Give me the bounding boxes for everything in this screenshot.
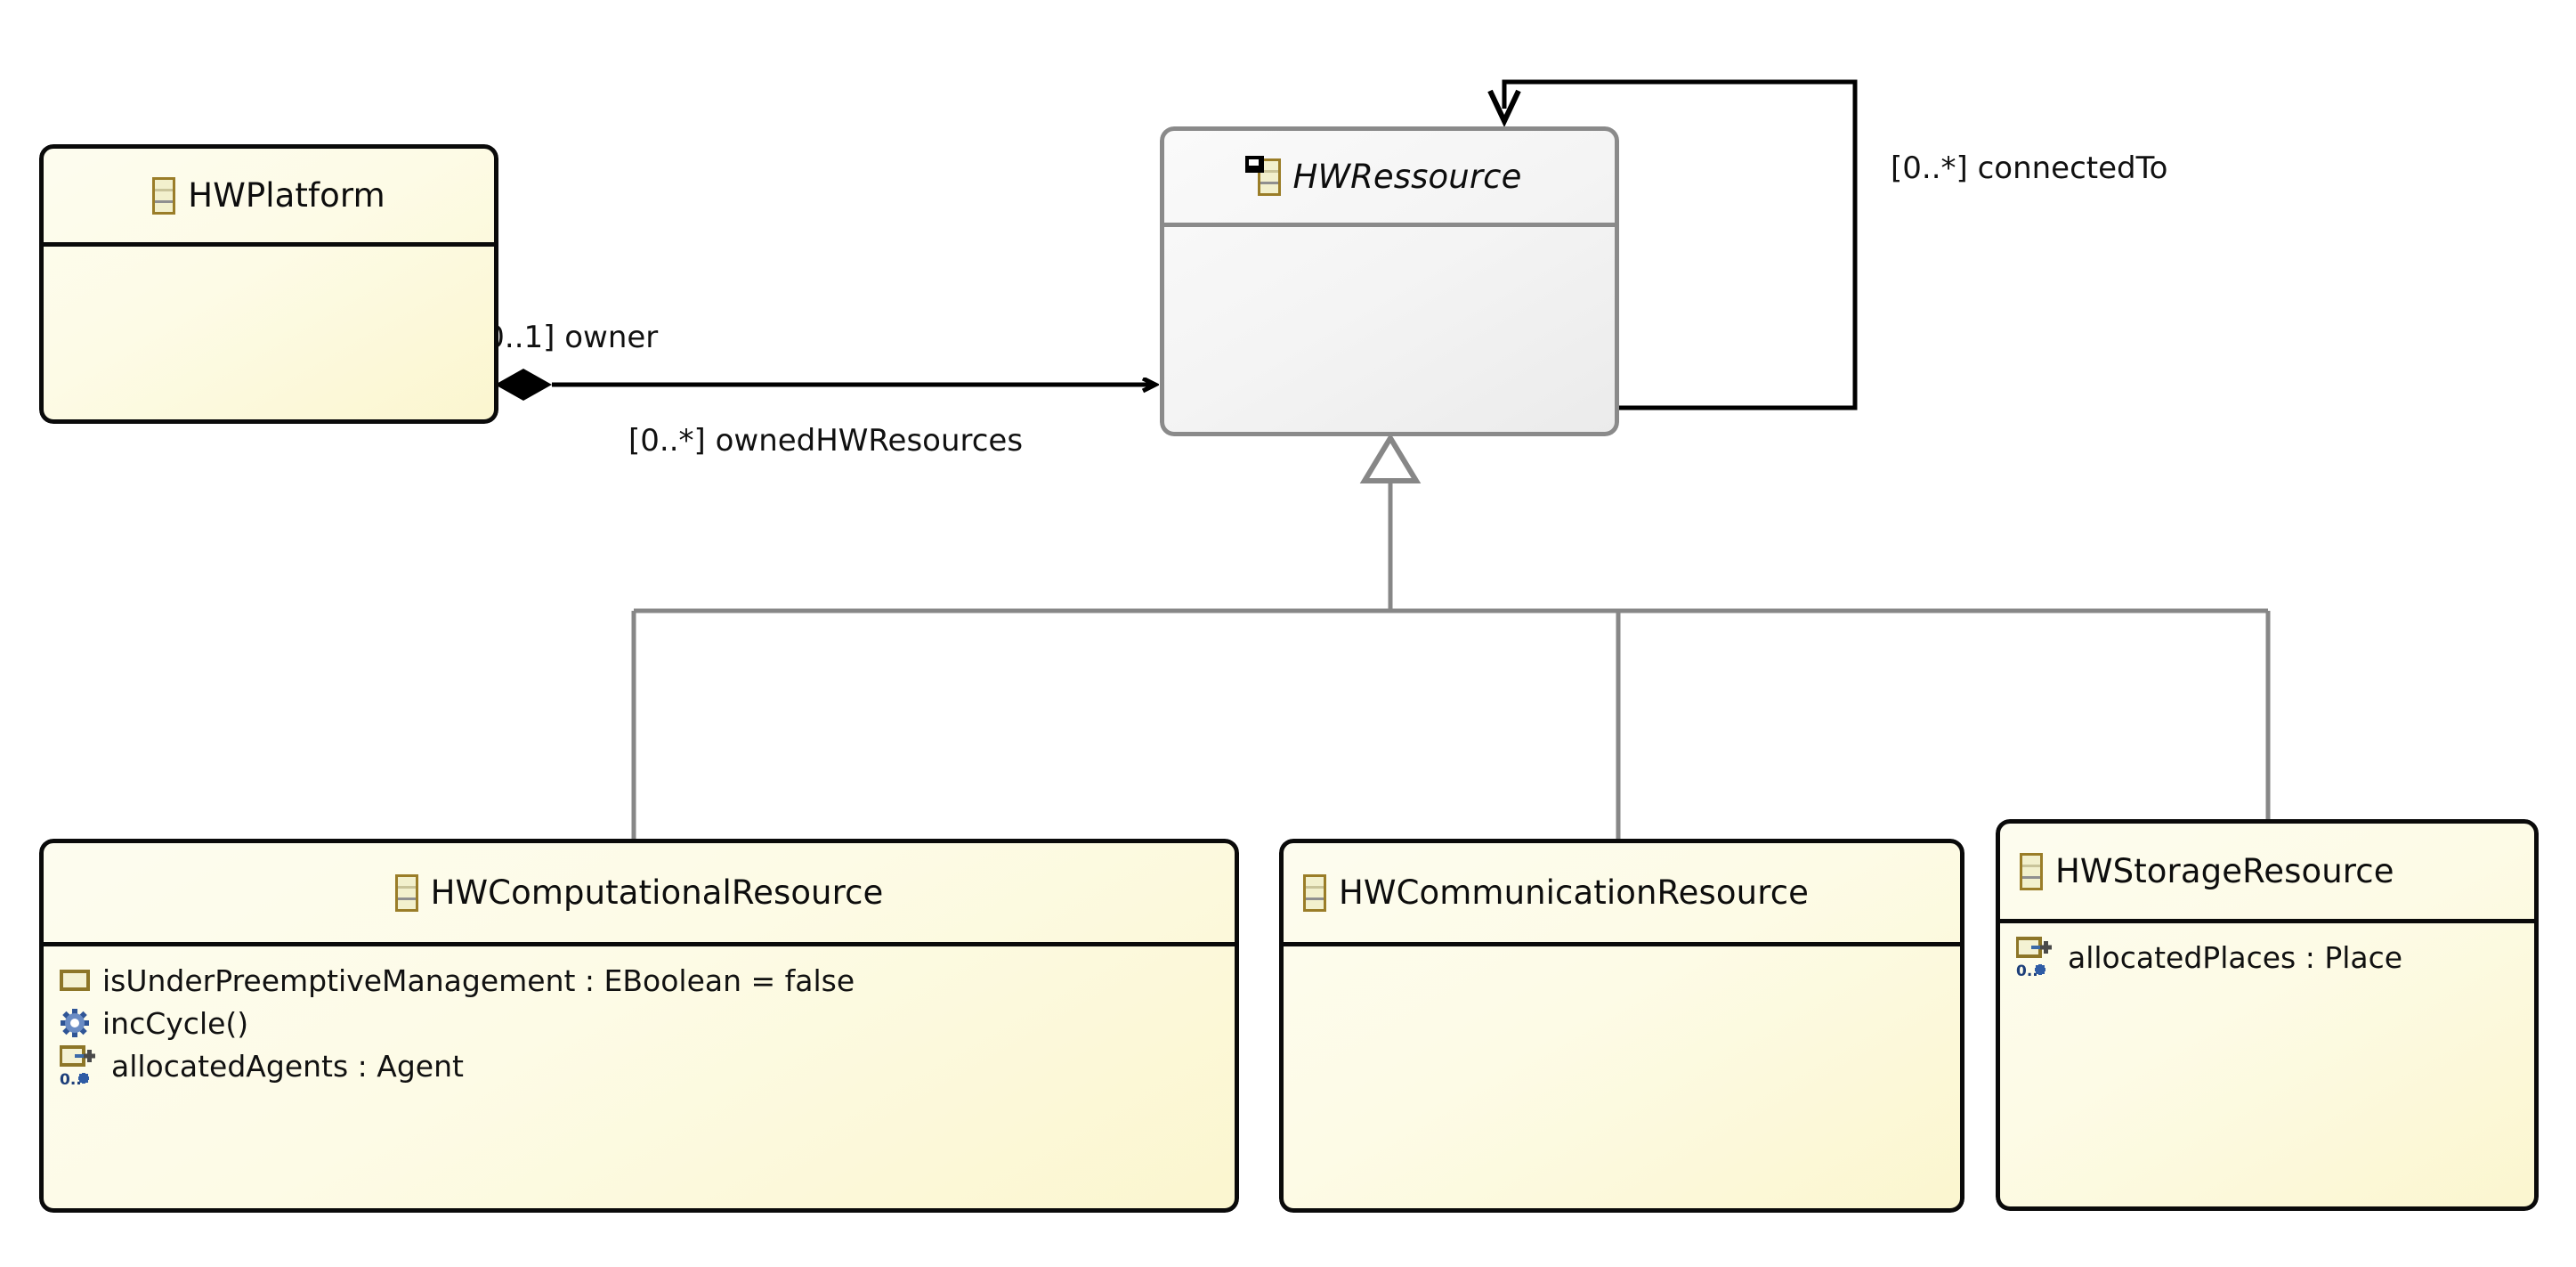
association-label-owner: [0..1] owner bbox=[474, 320, 659, 355]
class-node-hwplatform[interactable]: HWPlatform bbox=[39, 144, 498, 424]
node-body: HWStorageResource 0.. bbox=[1996, 819, 2539, 1211]
node-titlebar: HWCommunicationResource bbox=[1284, 843, 1960, 946]
eoperation-icon bbox=[60, 1008, 90, 1038]
eattribute-icon bbox=[60, 970, 90, 991]
class-node-hwcommunicationresource[interactable]: HWCommunicationResource bbox=[1279, 839, 1964, 1213]
ereference-icon: 0.. bbox=[59, 1045, 99, 1089]
feature-row-reference[interactable]: 0.. allocatedAgents : Agent bbox=[59, 1044, 1235, 1089]
node-titlebar: HWStorageResource bbox=[2000, 824, 2534, 923]
association-label-ownedhwresources: [0..*] ownedHWResources bbox=[628, 423, 1024, 459]
node-features bbox=[1284, 946, 1960, 959]
feature-row-reference[interactable]: 0.. allocatedPlaces : Place bbox=[2015, 936, 2534, 980]
eclass-icon bbox=[1244, 155, 1281, 196]
association-label-connectedto: [0..*] connectedTo bbox=[1891, 150, 2168, 186]
feature-row-operation[interactable]: incCycle() bbox=[60, 1002, 1235, 1044]
node-features: isUnderPreemptiveManagement : EBoolean =… bbox=[44, 946, 1235, 1089]
class-name: HWStorageResource bbox=[2055, 852, 2394, 890]
generalization-tree[interactable] bbox=[631, 433, 2271, 839]
node-titlebar: HWRessource bbox=[1164, 131, 1615, 227]
svg-text:0..: 0.. bbox=[60, 1071, 82, 1086]
node-features bbox=[1164, 227, 1615, 240]
class-node-hwressource[interactable]: HWRessource bbox=[1160, 126, 1619, 436]
node-titlebar: HWComputationalResource bbox=[44, 843, 1235, 946]
node-features bbox=[44, 247, 494, 259]
eclass-icon bbox=[394, 873, 418, 912]
generalization-triangle bbox=[1359, 433, 1422, 483]
node-body: HWRessource bbox=[1160, 126, 1619, 436]
feature-row-attribute[interactable]: isUnderPreemptiveManagement : EBoolean =… bbox=[60, 959, 1235, 1002]
feature-label: allocatedAgents : Agent bbox=[111, 1048, 464, 1084]
association-ownership[interactable] bbox=[495, 369, 1155, 401]
class-name: HWPlatform bbox=[188, 176, 385, 215]
node-features: 0.. allocatedPlaces : Place bbox=[2000, 923, 2534, 980]
svg-text:0..: 0.. bbox=[2016, 962, 2038, 978]
node-body: HWCommunicationResource bbox=[1279, 839, 1964, 1213]
class-name: HWRessource bbox=[1292, 158, 1522, 196]
class-name: HWCommunicationResource bbox=[1339, 873, 1810, 912]
abstract-badge-icon bbox=[1244, 155, 1264, 173]
feature-label: isUnderPreemptiveManagement : EBoolean =… bbox=[102, 962, 855, 998]
composition-diamond bbox=[495, 369, 552, 401]
node-titlebar: HWPlatform bbox=[44, 149, 494, 247]
feature-label: incCycle() bbox=[102, 1005, 249, 1041]
eclass-icon bbox=[1303, 873, 1326, 912]
node-body: HWComputationalResource isUnderPreemptiv… bbox=[39, 839, 1239, 1213]
class-name: HWComputationalResource bbox=[430, 873, 884, 912]
feature-label: allocatedPlaces : Place bbox=[2068, 939, 2403, 975]
class-node-hwstorageresource[interactable]: HWStorageResource 0.. bbox=[1996, 819, 2539, 1211]
node-body: HWPlatform bbox=[39, 144, 498, 424]
eclass-icon bbox=[2020, 852, 2043, 890]
eclass-icon bbox=[152, 176, 176, 215]
class-node-hwcomputationalresource[interactable]: HWComputationalResource isUnderPreemptiv… bbox=[39, 839, 1239, 1213]
ereference-icon: 0.. bbox=[2015, 937, 2055, 980]
